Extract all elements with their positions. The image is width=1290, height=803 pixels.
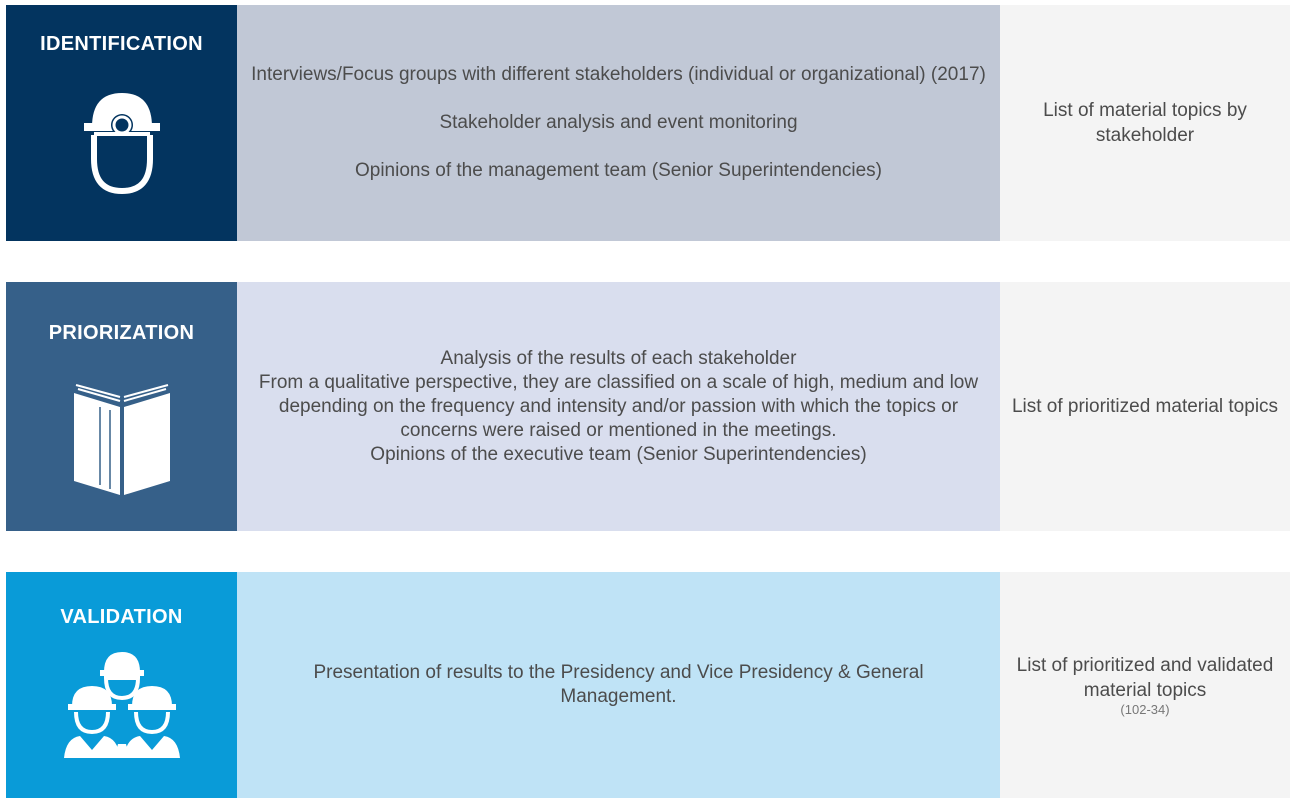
workers-group-icon bbox=[63, 652, 180, 758]
stage-title: PRIORIZATION bbox=[48, 322, 195, 344]
description-line: Analysis of the results of each stakehol… bbox=[440, 347, 797, 369]
stage-output: List of prioritized material topics bbox=[1000, 282, 1290, 531]
stage-description: Presentation of results to the Presidenc… bbox=[237, 572, 1000, 798]
stage-output: List of prioritized and validated materi… bbox=[1000, 572, 1290, 798]
description-line: Presentation of results to the Presidenc… bbox=[313, 662, 924, 707]
stage-description: Interviews/Focus groups with different s… bbox=[237, 5, 1000, 241]
output-text: List of material topics by stakeholder bbox=[1043, 100, 1247, 146]
description-line: Interviews/Focus groups with different s… bbox=[251, 64, 986, 85]
output-text: List of prioritized and validated materi… bbox=[1016, 655, 1274, 701]
output-reference: (102-34) bbox=[1120, 702, 1170, 717]
description-line: Stakeholder analysis and event monitorin… bbox=[439, 112, 798, 133]
stage-description: Analysis of the results of each stakehol… bbox=[237, 282, 1000, 531]
description-line: From a qualitative perspective, they are… bbox=[258, 371, 979, 441]
stage-output: List of material topics by stakeholder bbox=[1000, 5, 1290, 241]
description-line: Opinions of the management team (Senior … bbox=[354, 160, 883, 181]
stage-title: IDENTIFICATION bbox=[40, 33, 203, 55]
stage-label: IDENTIFICATION bbox=[6, 5, 237, 241]
output-text: List of prioritized material topics bbox=[1011, 396, 1279, 417]
book-icon bbox=[73, 384, 170, 495]
description-line: Opinions of the executive team (Senior S… bbox=[370, 443, 867, 465]
stage-label: VALIDATION bbox=[6, 572, 237, 798]
stage-label: PRIORIZATION bbox=[6, 282, 237, 531]
helmet-icon bbox=[83, 93, 160, 195]
stage-title: VALIDATION bbox=[60, 606, 183, 628]
